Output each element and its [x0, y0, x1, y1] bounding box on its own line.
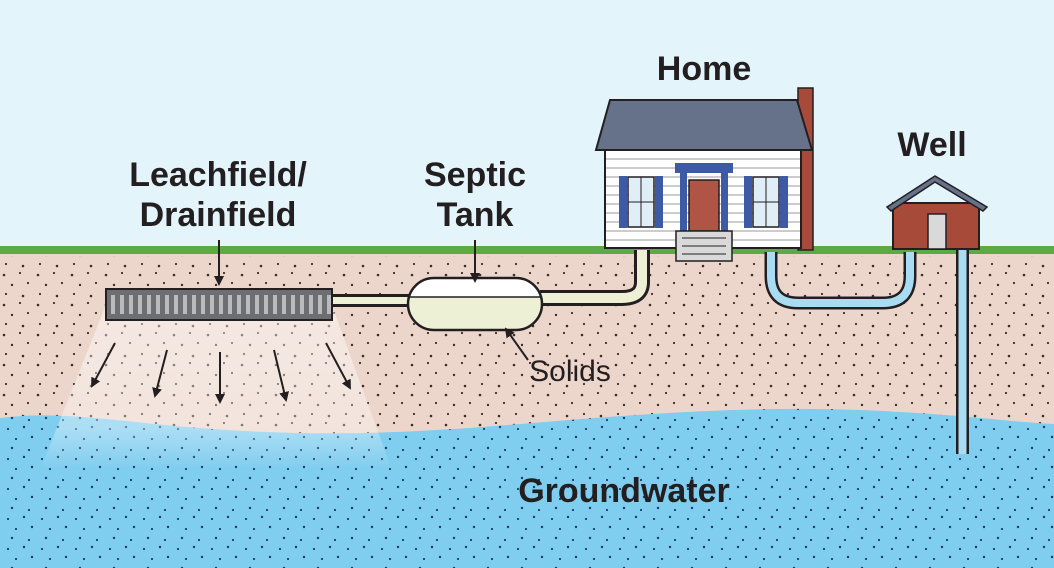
drainage-arrow: [325, 342, 351, 390]
drainfield-slat: [192, 295, 196, 314]
door-canopy: [675, 163, 733, 173]
label-home: Home: [657, 50, 751, 88]
left-window-shutter-left: [619, 176, 627, 228]
left-window-shutter-right: [655, 176, 663, 228]
well-house: [885, 175, 989, 250]
home-house: [594, 87, 814, 262]
drainage-plume: [40, 300, 392, 470]
drainfield-slat: [246, 295, 250, 314]
drainfield-slat: [201, 295, 205, 314]
drainfield-slat: [219, 295, 223, 314]
water-supply-pipe-fill: [767, 252, 914, 307]
well-casing-fill: [958, 248, 967, 454]
drainfield-slat: [183, 295, 187, 314]
door-frame-right: [721, 173, 728, 231]
tank-to-drainfield-pipe-fill: [330, 297, 412, 304]
septic-tank: [406, 276, 544, 332]
drainfield-slat: [291, 295, 295, 314]
drainfield-slat: [237, 295, 241, 314]
label-leachfield-line1: Leachfield/: [129, 156, 307, 194]
drainfield-slat: [129, 295, 133, 314]
well-house-roof: [885, 175, 989, 212]
label-well: Well: [897, 126, 966, 164]
house-roof: [594, 99, 814, 151]
sky: [0, 0, 1054, 252]
drainfield-slat: [255, 295, 259, 314]
drainfield-slat: [264, 295, 268, 314]
septic-tank-liquid: [408, 278, 542, 297]
drainfield-slat: [174, 295, 178, 314]
drainfield-slat: [165, 295, 169, 314]
drainfield-slat: [228, 295, 232, 314]
grass-line: [0, 246, 1054, 254]
drainage-arrows: [91, 342, 351, 404]
label-septic-tank-line1: Septic: [424, 156, 526, 194]
drainfield-slat: [120, 295, 124, 314]
drainfield-slat: [111, 295, 115, 314]
drainfield-slat: [318, 295, 322, 314]
drainfield-slat: [300, 295, 304, 314]
drainfield-gravel-slats: [111, 295, 331, 314]
right-window-shutter-right: [780, 176, 788, 228]
well-house-door: [927, 213, 947, 250]
label-septic-tank-line2: Tank: [437, 196, 514, 234]
label-solids: Solids: [529, 355, 611, 388]
drainfield: [105, 288, 333, 321]
label-leachfield-line2: Drainfield: [140, 196, 297, 234]
drainfield-slat: [147, 295, 151, 314]
drainage-arrow: [91, 342, 116, 388]
drainage-arrow: [152, 349, 168, 398]
right-window-shutter-left: [744, 176, 752, 228]
front-door: [688, 179, 720, 232]
label-groundwater: Groundwater: [518, 472, 730, 510]
drainfield-slat: [273, 295, 277, 314]
label-pointers: [214, 240, 529, 361]
solids-pointer: [504, 327, 529, 361]
drainfield-slat: [156, 295, 160, 314]
drainfield-slat: [282, 295, 286, 314]
drainage-arrow: [273, 349, 289, 402]
drainfield-slat: [210, 295, 214, 314]
drainfield-slat: [138, 295, 142, 314]
door-frame-left: [680, 173, 687, 231]
drainfield-slat: [327, 295, 331, 314]
house-to-tank-pipe-fill: [540, 250, 647, 303]
drainfield-slat: [309, 295, 313, 314]
